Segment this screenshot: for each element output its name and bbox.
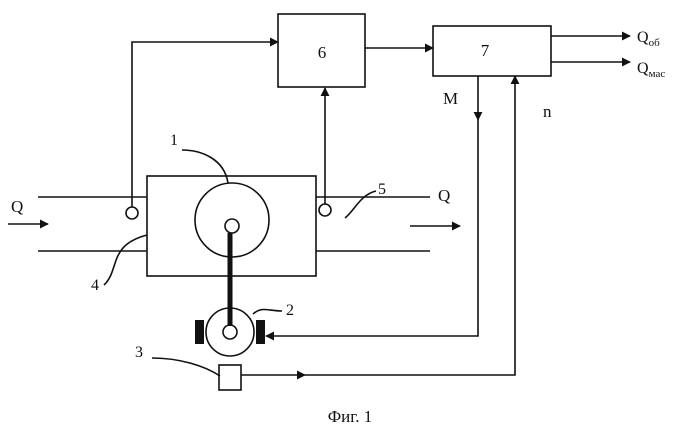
q-ob-label: Qоб [637,29,660,49]
q-outlet-label: Q [438,186,450,205]
speed-sensor [219,365,241,390]
ref-3-label: 3 [135,344,143,361]
block-7 [433,26,551,76]
block-6-label: 6 [318,43,327,62]
inlet-pressure-sensor [126,207,138,219]
q-mas-label: Qмас [637,60,665,80]
ref-4-label: 4 [91,277,99,294]
ref-2-label: 2 [286,302,294,319]
leader-2 [253,309,282,314]
ref-5-label: 5 [378,181,386,198]
leader-4 [104,235,147,285]
block-7-label: 7 [481,41,490,60]
outlet-pressure-sensor [319,204,331,216]
n-label: n [543,102,552,121]
leader-3 [152,358,220,376]
leader-5 [345,191,376,218]
m-label: M [443,89,458,108]
q-inlet-label: Q [11,197,23,216]
ref-1-label: 1 [170,132,178,149]
figure-caption: Фиг. 1 [328,407,373,426]
